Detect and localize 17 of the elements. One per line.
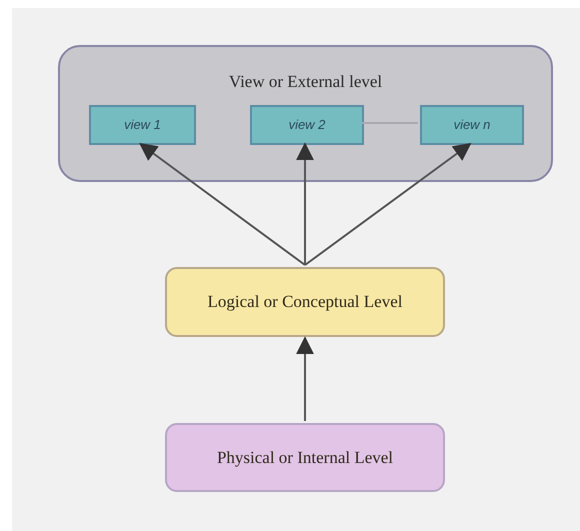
- arrow: [139, 142, 306, 266]
- view-box: [89, 105, 196, 145]
- level-label: Logical or Conceptual Level: [208, 291, 402, 314]
- level-label: Physical or Internal Level: [216, 446, 394, 469]
- arrow: [304, 142, 472, 266]
- arrow: [296, 336, 314, 421]
- arrow: [296, 142, 314, 265]
- view-box: [250, 105, 364, 145]
- level-label: View or External level: [228, 71, 382, 93]
- connector-line: [362, 122, 418, 124]
- level-box: [165, 267, 445, 337]
- view-label: view 2: [288, 116, 326, 134]
- level-panel: [58, 45, 553, 182]
- view-label: view 1: [124, 116, 161, 134]
- view-label: view n: [454, 116, 490, 134]
- view-box: [420, 105, 524, 145]
- level-box: [165, 423, 445, 492]
